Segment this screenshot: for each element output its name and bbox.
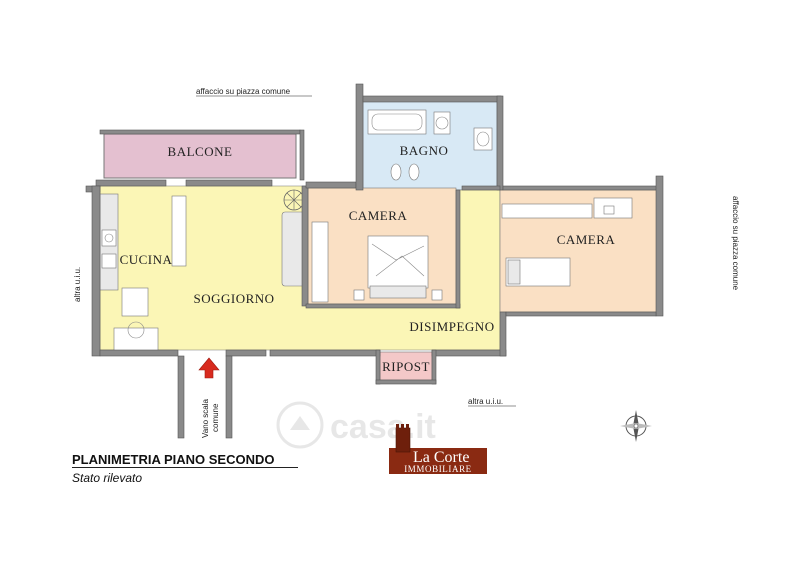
wardrobe-1 <box>311 221 329 303</box>
svg-text:La Corte: La Corte <box>413 449 469 466</box>
entry-arrow-icon <box>198 357 220 379</box>
svg-text:Vano scala: Vano scala <box>201 398 210 438</box>
sink-fixture <box>473 127 493 151</box>
nightstand-left <box>353 289 365 301</box>
watermark: casa.it <box>276 401 436 449</box>
nightstand-right <box>431 289 443 301</box>
note-affaccio-right: affaccio su piazza comune <box>731 196 740 291</box>
note-affaccio-top: affaccio su piazza comune <box>196 87 312 97</box>
note-altra-uiu-left: altra u.i.u. <box>73 267 82 302</box>
bagno-room <box>362 99 498 191</box>
label-cucina: CUCINA <box>120 252 173 267</box>
toilet-fixture <box>408 163 420 181</box>
svg-text:affaccio su piazza comune: affaccio su piazza comune <box>196 87 291 96</box>
label-camera-1: CAMERA <box>349 208 408 223</box>
label-balcone: BALCONE <box>168 144 233 159</box>
svg-text:IMMOBILIARE: IMMOBILIARE <box>404 464 472 474</box>
wardrobe-2 <box>501 203 593 219</box>
note-altra-uiu-bottom: altra u.i.u. <box>468 397 516 407</box>
la-corte-logo: La Corte IMMOBILIARE <box>389 424 487 474</box>
camera-2-room <box>499 189 659 313</box>
label-disimpegno: DISIMPEGNO <box>409 319 494 334</box>
dining-table <box>113 327 159 355</box>
label-soggiorno: SOGGIORNO <box>193 291 274 306</box>
washing-machine-fixture <box>433 111 451 135</box>
camera-1-room <box>307 187 457 305</box>
svg-text:altra u.i.u.: altra u.i.u. <box>468 397 503 406</box>
note-vano-scala: Vano scala comune <box>201 398 220 438</box>
svg-text:altra u.i.u.: altra u.i.u. <box>73 267 82 302</box>
double-bed <box>367 235 429 289</box>
bathtub-fixture <box>367 109 427 135</box>
svg-text:casa.it: casa.it <box>330 408 436 446</box>
plan-title: PLANIMETRIA PIANO SECONDO <box>72 452 275 467</box>
svg-text:comune: comune <box>211 403 220 432</box>
fridge-fixture <box>121 287 149 317</box>
plan-subtitle: Stato rilevato <box>72 471 143 485</box>
title-underline <box>72 467 298 468</box>
compass-rose-icon <box>620 410 652 442</box>
bidet-fixture <box>390 163 402 181</box>
ripost-room <box>379 351 433 381</box>
svg-text:affaccio su piazza comune: affaccio su piazza comune <box>731 196 740 291</box>
label-camera-2: CAMERA <box>557 232 616 247</box>
kitchen-island <box>171 195 187 267</box>
label-bagno: BAGNO <box>400 143 449 158</box>
walls <box>85 83 664 439</box>
living-area <box>99 185 501 355</box>
label-ripost: RIPOST <box>382 359 430 374</box>
